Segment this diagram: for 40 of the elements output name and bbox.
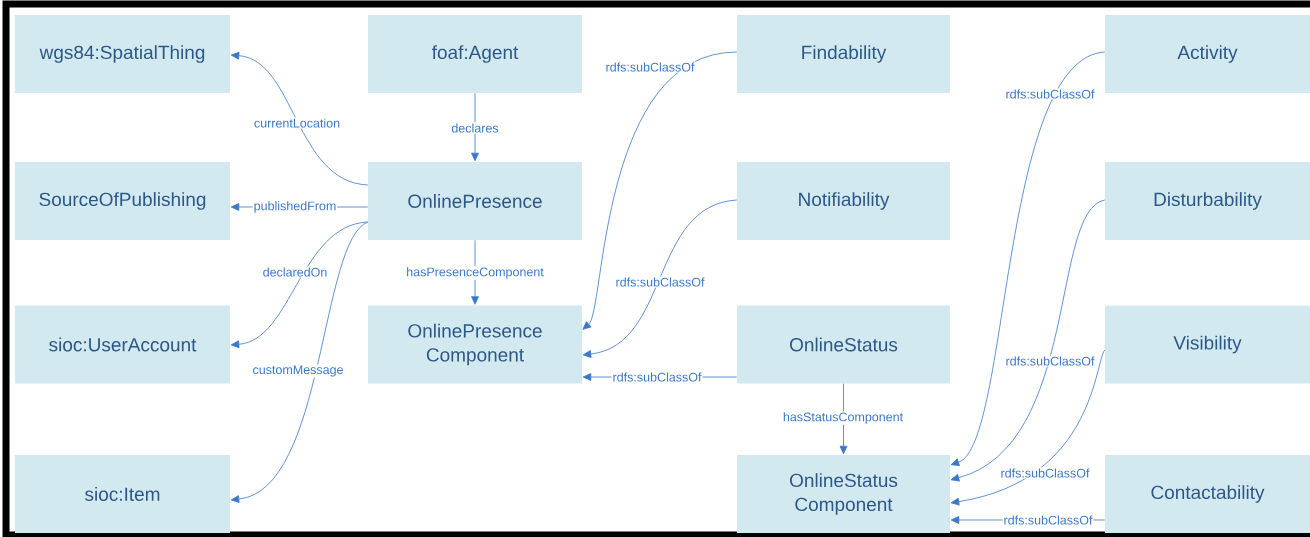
- edge-label: rdfs:subClassOf: [1004, 88, 1096, 100]
- arrow: [582, 51, 738, 330]
- class-box: Activity: [1105, 15, 1310, 93]
- arrow: [230, 221, 369, 349]
- class-box: Disturbability: [1105, 162, 1310, 240]
- class-box: OnlineStatus Component: [737, 455, 950, 533]
- class-box: wgs84:SpatialThing: [15, 15, 230, 93]
- edge-label: rdfs:subClassOf: [611, 371, 703, 383]
- arrow: [471, 239, 479, 305]
- arrow: [230, 51, 369, 186]
- edge-label: rdfs:subClassOf: [614, 276, 706, 288]
- edge-label: rdfs:subClassOf: [1004, 355, 1096, 367]
- edge-label: rdfs:subClassOf: [999, 467, 1091, 479]
- arrow: [471, 92, 479, 162]
- class-box: OnlineStatus: [737, 305, 950, 384]
- class-box: foaf:Agent: [368, 15, 582, 93]
- edge-label: customMessage: [251, 364, 345, 378]
- edge-label: hasPresenceComponent: [405, 266, 545, 280]
- edge-label: rdfs:subClassOf: [1002, 514, 1094, 526]
- edge-label: declaredOn: [261, 266, 329, 278]
- arrow: [839, 383, 848, 455]
- arrow: [950, 199, 1106, 482]
- class-box: Findability: [737, 15, 950, 93]
- class-box: OnlinePresence: [368, 162, 582, 240]
- arrow: [950, 349, 1106, 506]
- edge-label: publishedFrom: [252, 200, 338, 214]
- arrow: [230, 221, 369, 503]
- class-box: Visibility: [1105, 305, 1310, 384]
- edge-label: currentLocation: [252, 117, 342, 129]
- class-box: sioc:UserAccount: [15, 305, 230, 384]
- edge-label: hasStatusComponent: [781, 411, 905, 425]
- class-box: sioc:Item: [15, 455, 230, 533]
- class-box: SourceOfPublishing: [15, 162, 230, 240]
- arrow: [950, 51, 1106, 466]
- edge-label: rdfs:subClassOf: [604, 61, 696, 73]
- arrow: [582, 199, 738, 358]
- class-box: OnlinePresence Component: [368, 305, 582, 384]
- edge-label: declares: [450, 122, 500, 134]
- class-box: Notifiability: [737, 162, 950, 240]
- class-box: Contactability: [1105, 455, 1310, 533]
